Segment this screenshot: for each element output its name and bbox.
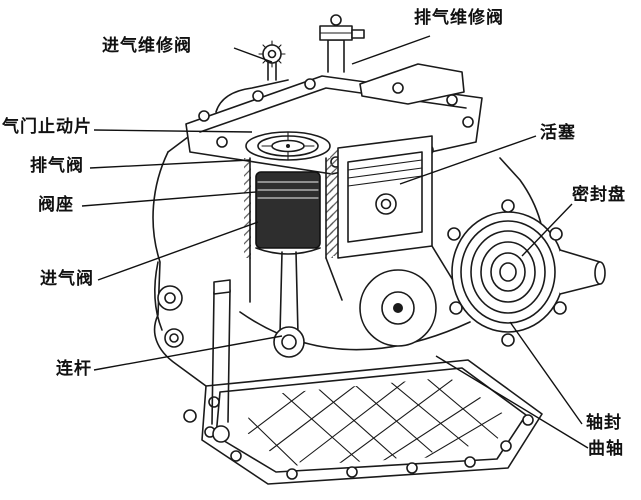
label-exhaust-valve: 排气阀 xyxy=(30,156,84,175)
label-shaft-seal: 轴封 xyxy=(586,413,622,432)
label-exhaust-service-valve: 排气维修阀 xyxy=(414,8,504,27)
label-crankshaft: 曲轴 xyxy=(588,439,624,458)
label-seal-plate: 密封盘 xyxy=(572,185,626,204)
label-connecting-rod: 连杆 xyxy=(56,359,92,378)
label-valve-stop-plate: 气门止动片 xyxy=(2,117,92,136)
label-intake-valve: 进气阀 xyxy=(40,269,94,288)
label-valve-seat: 阀座 xyxy=(38,195,74,214)
label-intake-service-valve: 进气维修阀 xyxy=(102,36,192,55)
leader-lines xyxy=(81,35,589,449)
label-piston: 活塞 xyxy=(540,123,576,142)
